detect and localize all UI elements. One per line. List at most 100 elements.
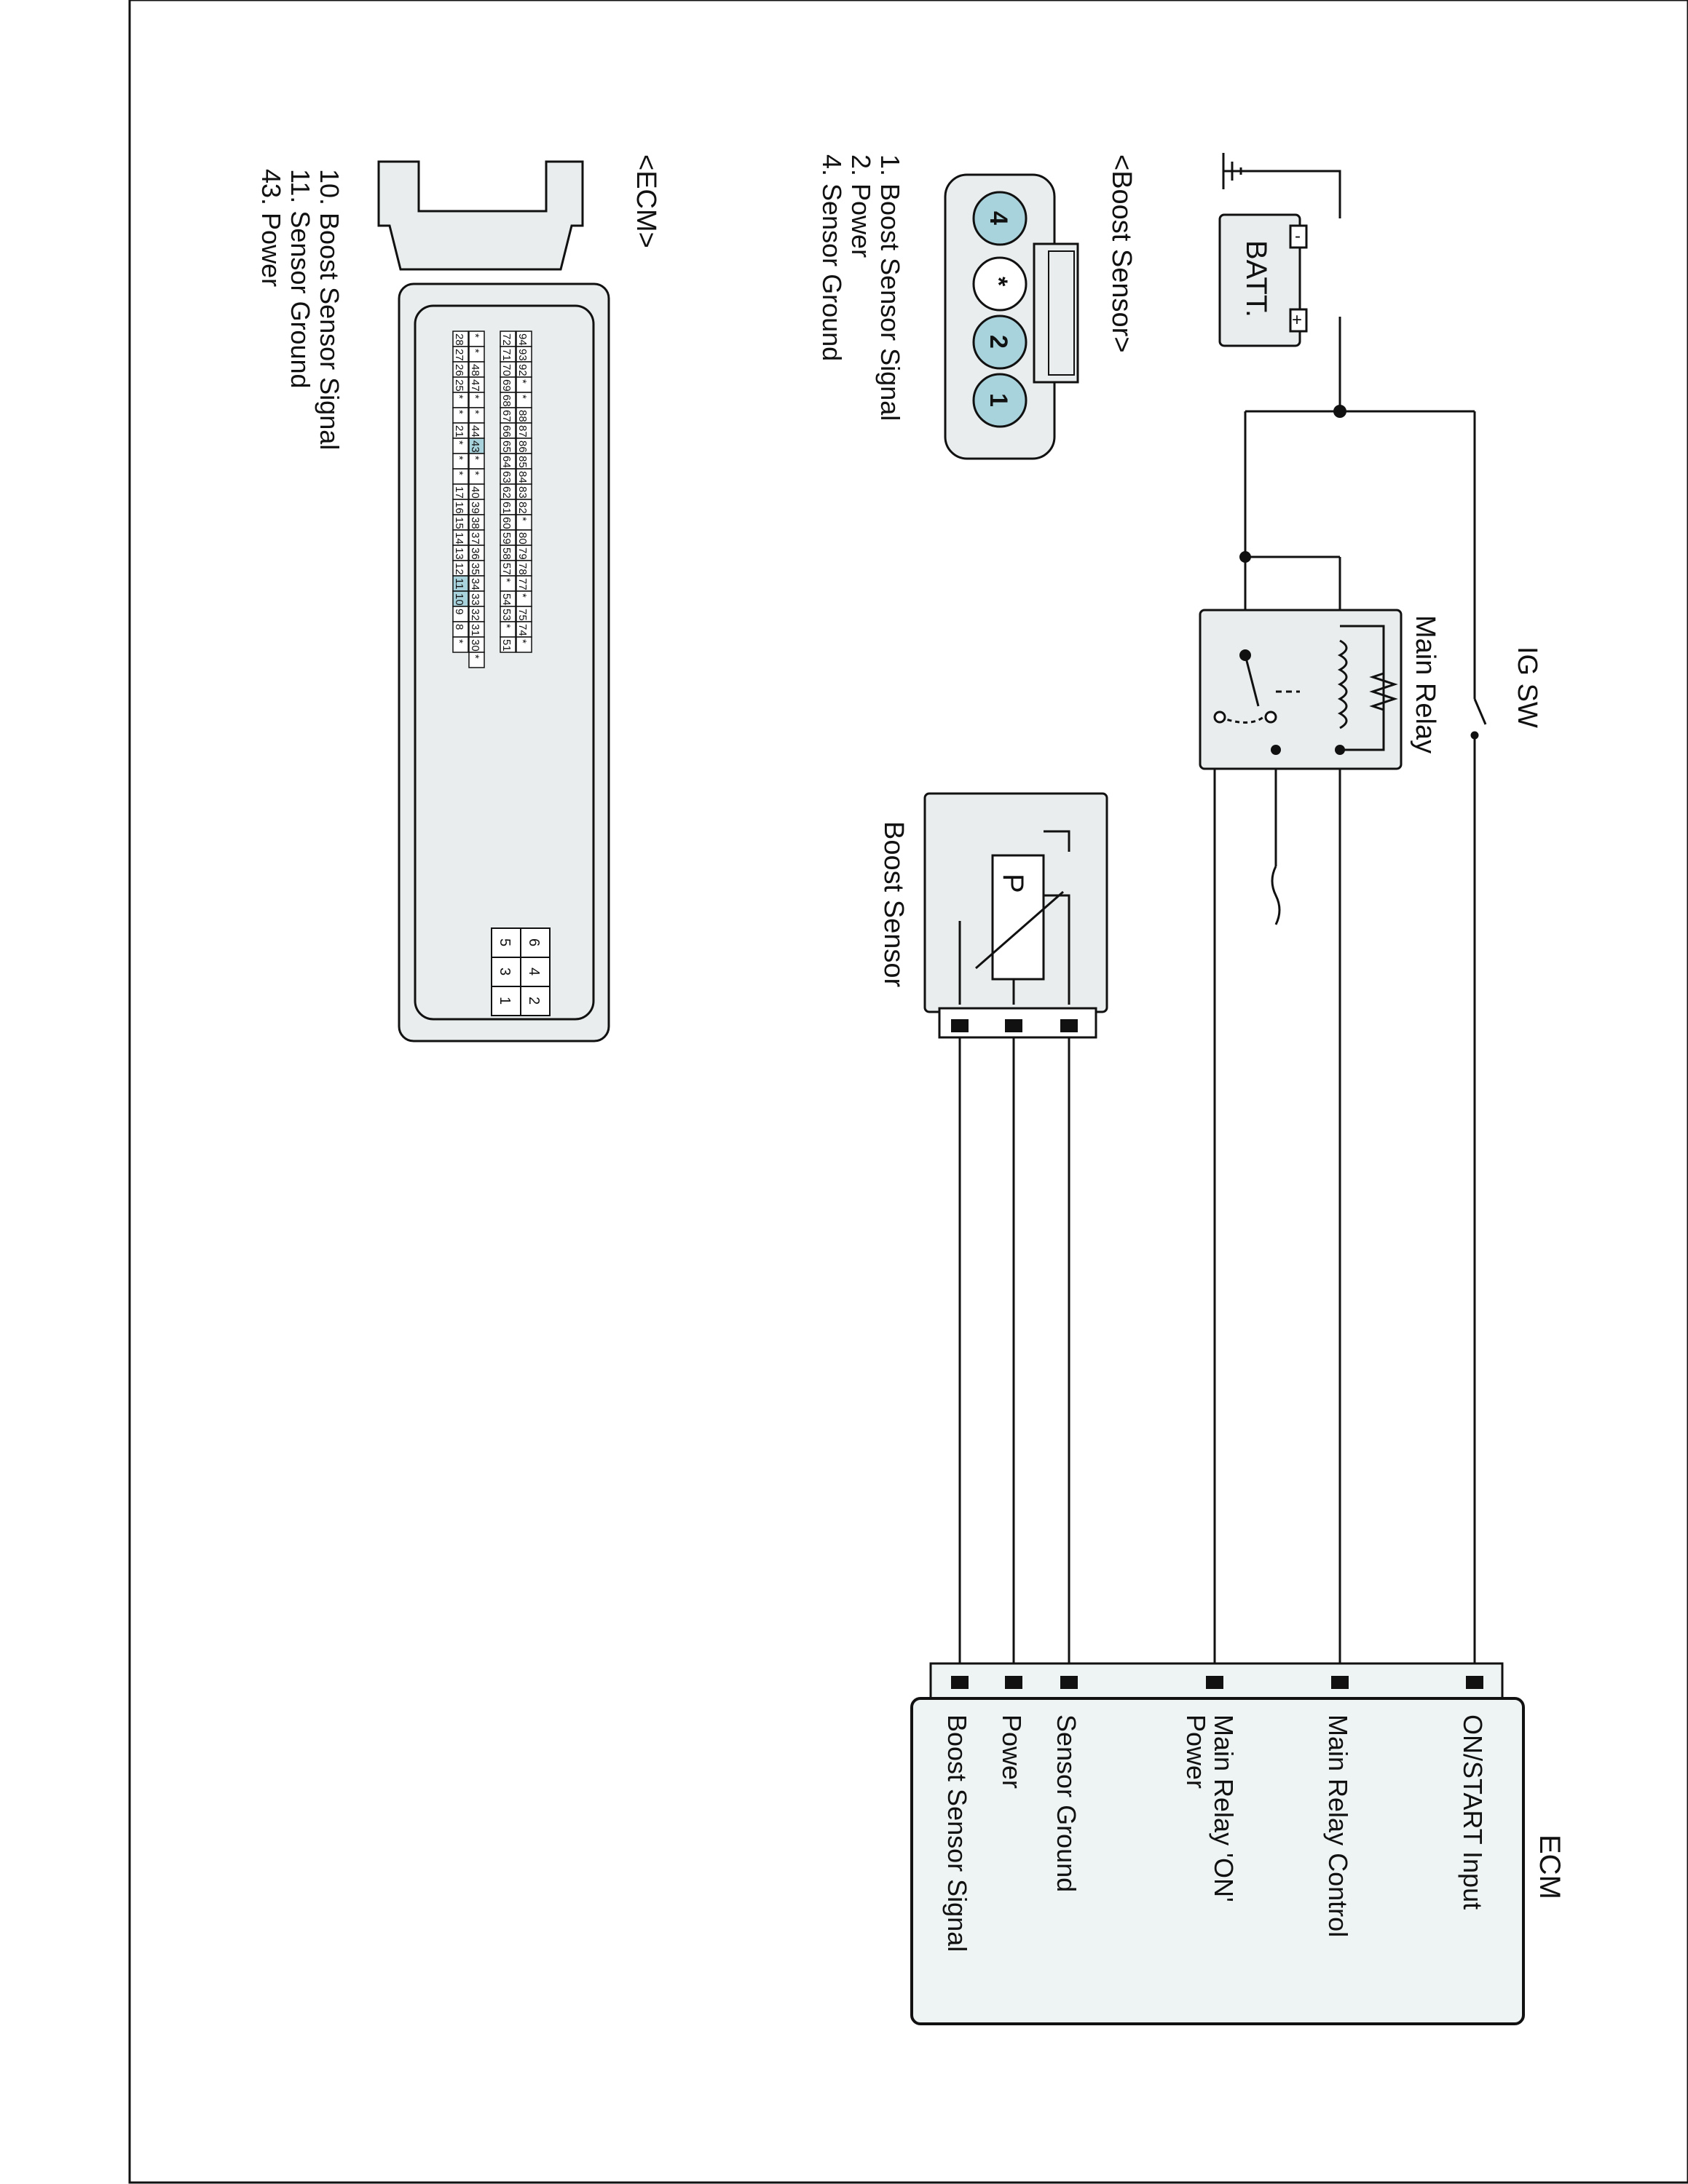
ecm-pin-cell-label: 36 — [469, 547, 481, 560]
ecm-pin-cell-label: * — [516, 517, 529, 521]
ecm-pin-cell-label: 70 — [500, 364, 513, 376]
ecm-pin-cell-label: * — [469, 471, 481, 475]
ecm-pin-cell-label: 43 — [469, 440, 481, 453]
ecm-pin-cell-label: * — [469, 395, 481, 399]
ecm-power-cell — [491, 986, 521, 1016]
ecm-pin-cell-label: 69 — [500, 379, 513, 392]
ecm-pin-cell-label: * — [453, 440, 465, 445]
ecm-pin-cell-label: * — [469, 456, 481, 460]
ecm-pin-cell-label: 63 — [500, 471, 513, 483]
ecm-pin-cell-label: 94 — [516, 333, 529, 346]
cavity-label: 4 — [985, 211, 1012, 225]
ecm-pin-cell-label: * — [453, 410, 465, 414]
ecm-pin-cell-label: 66 — [500, 425, 513, 438]
ecm-pin-cell-label: 44 — [469, 425, 481, 438]
ecm-pin-cell-label: 67 — [500, 410, 513, 422]
ecm-pin-cell-label: 78 — [516, 563, 529, 575]
ecm-pin-cell-label: * — [516, 379, 529, 384]
ecm-pin-cell-label: 82 — [516, 502, 529, 514]
ecm-pin-cell-label: 28 — [453, 333, 465, 346]
ecm-pin-cell-label: 9 — [453, 609, 465, 614]
ecm-pin-cell-label: 39 — [469, 502, 481, 514]
ecm-pin-cell-label: * — [516, 395, 529, 399]
ecm-pin-cell — [516, 636, 532, 653]
sensor-pin-1: 1. Boost Sensor Signal — [875, 154, 905, 421]
ecm-pin-cell-label: 80 — [516, 532, 529, 545]
ecm-pin-cell-label: 57 — [500, 563, 513, 575]
ecm-connector-title: <ECM> — [631, 154, 661, 248]
sensor-connector-pin-list: 1. Boost Sensor Signal 2. Power 4. Senso… — [817, 154, 905, 421]
ecm-power-cell-label: 1 — [497, 997, 513, 1005]
ecm-power-cell-label: 6 — [526, 938, 542, 946]
ecm-pin-cell-label: 32 — [469, 609, 481, 621]
ecm-pin-cell-label: 47 — [469, 379, 481, 392]
ecm-power-cell-label: 2 — [526, 997, 542, 1005]
ecm-pin-cell-label: 58 — [500, 547, 513, 560]
ecm-pin-cell-label: 16 — [453, 502, 465, 514]
ecm-input-main-relay-control: Main Relay Control — [1323, 1714, 1353, 1937]
ecm-power-cell-label: 5 — [497, 938, 513, 946]
ecm-pin-43: 43. Power — [256, 169, 286, 287]
ecm-pin-cell-label: 64 — [500, 456, 513, 468]
ecm-pin-cell-label: 79 — [516, 547, 529, 560]
ecm-pin-cell-label: 53 — [500, 609, 513, 621]
ecm-pin-cell-label: 71 — [500, 349, 513, 361]
ecm-pin-cell-label: 40 — [469, 486, 481, 499]
ecm-connector-pin-list: 10. Boost Sensor Signal 11. Sensor Groun… — [256, 169, 344, 450]
boost-sensor-connector: <Boost Sensor> 4*21 1. Boost Sensor Sign… — [817, 154, 1137, 460]
ecm-pin-cell-label: 8 — [453, 624, 465, 630]
sensor-pin-4: 4. Sensor Ground — [817, 154, 847, 361]
ig-switch — [1470, 698, 1487, 740]
ecm-power-cell-label: 4 — [526, 968, 542, 976]
ecm-pin-cell-label: * — [453, 639, 465, 644]
ecm-pin-cell-label: 51 — [500, 639, 513, 652]
ecm-pin-cell-label: 72 — [500, 333, 513, 346]
ecm-pin-cell-label: 84 — [516, 471, 529, 483]
battery-plus: + — [1292, 310, 1302, 330]
ecm-pin-cell-label: * — [469, 349, 481, 353]
ecm-pin-cell-label: 26 — [453, 364, 465, 376]
ecm-pin-cell-label: 33 — [469, 593, 481, 606]
ecm-pin-10: 10. Boost Sensor Signal — [315, 169, 344, 450]
ecm-pin-cell-label: 88 — [516, 410, 529, 422]
main-relay-label: Main Relay — [1410, 615, 1440, 753]
battery: - + BATT. — [1218, 213, 1308, 347]
ecm-pin-cell-label: * — [469, 410, 481, 414]
ecm-pin-cell-label: * — [453, 395, 465, 399]
ecm-pin-cell-label: 21 — [453, 425, 465, 438]
ecm-pin-cell-label: 68 — [500, 395, 513, 407]
cavity-label: 1 — [985, 393, 1012, 407]
junction-dots — [1239, 405, 1346, 563]
ecm-pin-cell-label: 61 — [500, 502, 513, 514]
cavity-2 — [972, 314, 1028, 370]
ig-sw-label: IG SW — [1512, 646, 1542, 728]
ecm-pin-cell-label: 87 — [516, 425, 529, 438]
ecm-pin-cell-label: 10 — [453, 593, 465, 606]
ecm-pin-cell-label: 65 — [500, 440, 513, 453]
ecm-pin-cell-label: * — [453, 456, 465, 460]
boost-sensor: P Boost Sensor — [878, 792, 1108, 1039]
ecm-power-cell-label: 3 — [497, 968, 513, 976]
ecm-input-sensor-ground: Sensor Ground — [1052, 1714, 1081, 1892]
ecm-pin-cell-label: 74 — [516, 624, 529, 636]
ecm-box: ECM ON/START Input Main Relay Control Ma… — [910, 1662, 1566, 2025]
ecm-pin-cell-label: 37 — [469, 532, 481, 545]
ecm-pin-cell-label: 17 — [453, 486, 465, 499]
page-frame — [128, 0, 1688, 2184]
ecm-pin-cell — [452, 636, 469, 653]
ecm-pin-cell-label: 85 — [516, 456, 529, 468]
ecm-pin-cell-label: 11 — [453, 578, 465, 590]
ecm-pin-cell-label: 75 — [516, 609, 529, 621]
ecm-pin-cell-label: 25 — [453, 379, 465, 392]
ecm-pin-cell-label: * — [516, 639, 529, 644]
ecm-pin-cell-label: * — [469, 654, 481, 659]
sensor-pin-2: 2. Power — [846, 154, 876, 258]
ecm-pin-cell — [500, 636, 516, 653]
ecm-pin-cell-label: 60 — [500, 517, 513, 529]
ecm-pin-cell-label: 77 — [516, 578, 529, 590]
ecm-input-main-relay-on-power-line2: Power — [1181, 1714, 1211, 1789]
ecm-pin-cell-label: 14 — [453, 532, 465, 545]
ecm-pin-cell-label: * — [453, 471, 465, 475]
cavity-blank — [972, 256, 1028, 312]
ecm-label: ECM — [1534, 1835, 1566, 1899]
